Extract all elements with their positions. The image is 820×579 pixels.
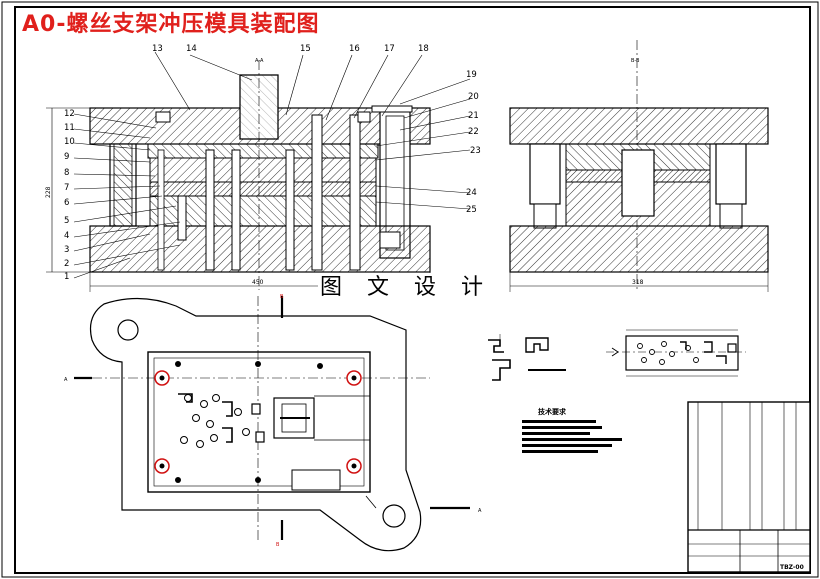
part-number-1: 1 [64,272,69,282]
part-number-24: 24 [466,188,477,198]
part-number-25: 25 [466,205,477,215]
inner-frame [14,6,811,574]
part-number-19: 19 [466,70,477,80]
cut-marker-b-bottom: B [276,542,280,548]
part-number-11: 11 [64,123,75,133]
front-section-view [46,51,471,292]
part-number-13: 13 [152,44,163,54]
dimension-side-width: 318 [632,279,644,286]
part-number-7: 7 [64,183,69,193]
dimension-front-height: 228 [45,186,52,198]
plan-view [74,296,470,552]
section-label-side: B-B [631,58,640,64]
part-number-2: 2 [64,259,69,269]
part-number-6: 6 [64,198,69,208]
side-section-view [509,40,769,292]
part-number-9: 9 [64,152,69,162]
part-number-10: 10 [64,137,75,147]
dimension-front-width: 450 [252,279,264,286]
cut-marker-b-top: B [280,294,284,300]
part-number-4: 4 [64,231,69,241]
title-block-drawing-number: TBZ-00 [780,564,804,571]
technical-notes-heading: 技术要求 [538,407,567,416]
part-number-16: 16 [349,44,360,54]
part-number-14: 14 [186,44,197,54]
part-number-17: 17 [384,44,395,54]
part-number-5: 5 [64,216,69,226]
part-detail-views [488,329,746,381]
part-number-23: 23 [470,146,481,156]
technical-notes [522,420,622,453]
parts-list-table [687,401,811,573]
part-number-8: 8 [64,168,69,178]
part-number-18: 18 [418,44,429,54]
part-number-20: 20 [468,92,479,102]
watermark-text: 图 文 设 计 [318,273,494,303]
part-number-12: 12 [64,109,75,119]
section-label-front: A-A [255,58,264,64]
part-number-21: 21 [468,111,479,121]
drawing-title: A0-螺丝支架冲压模具装配图 [22,12,320,37]
part-number-22: 22 [468,127,479,137]
cut-marker-a-left: A [64,377,68,383]
part-number-15: 15 [300,44,311,54]
cut-marker-a-right: A [478,508,482,514]
part-number-3: 3 [64,245,69,255]
